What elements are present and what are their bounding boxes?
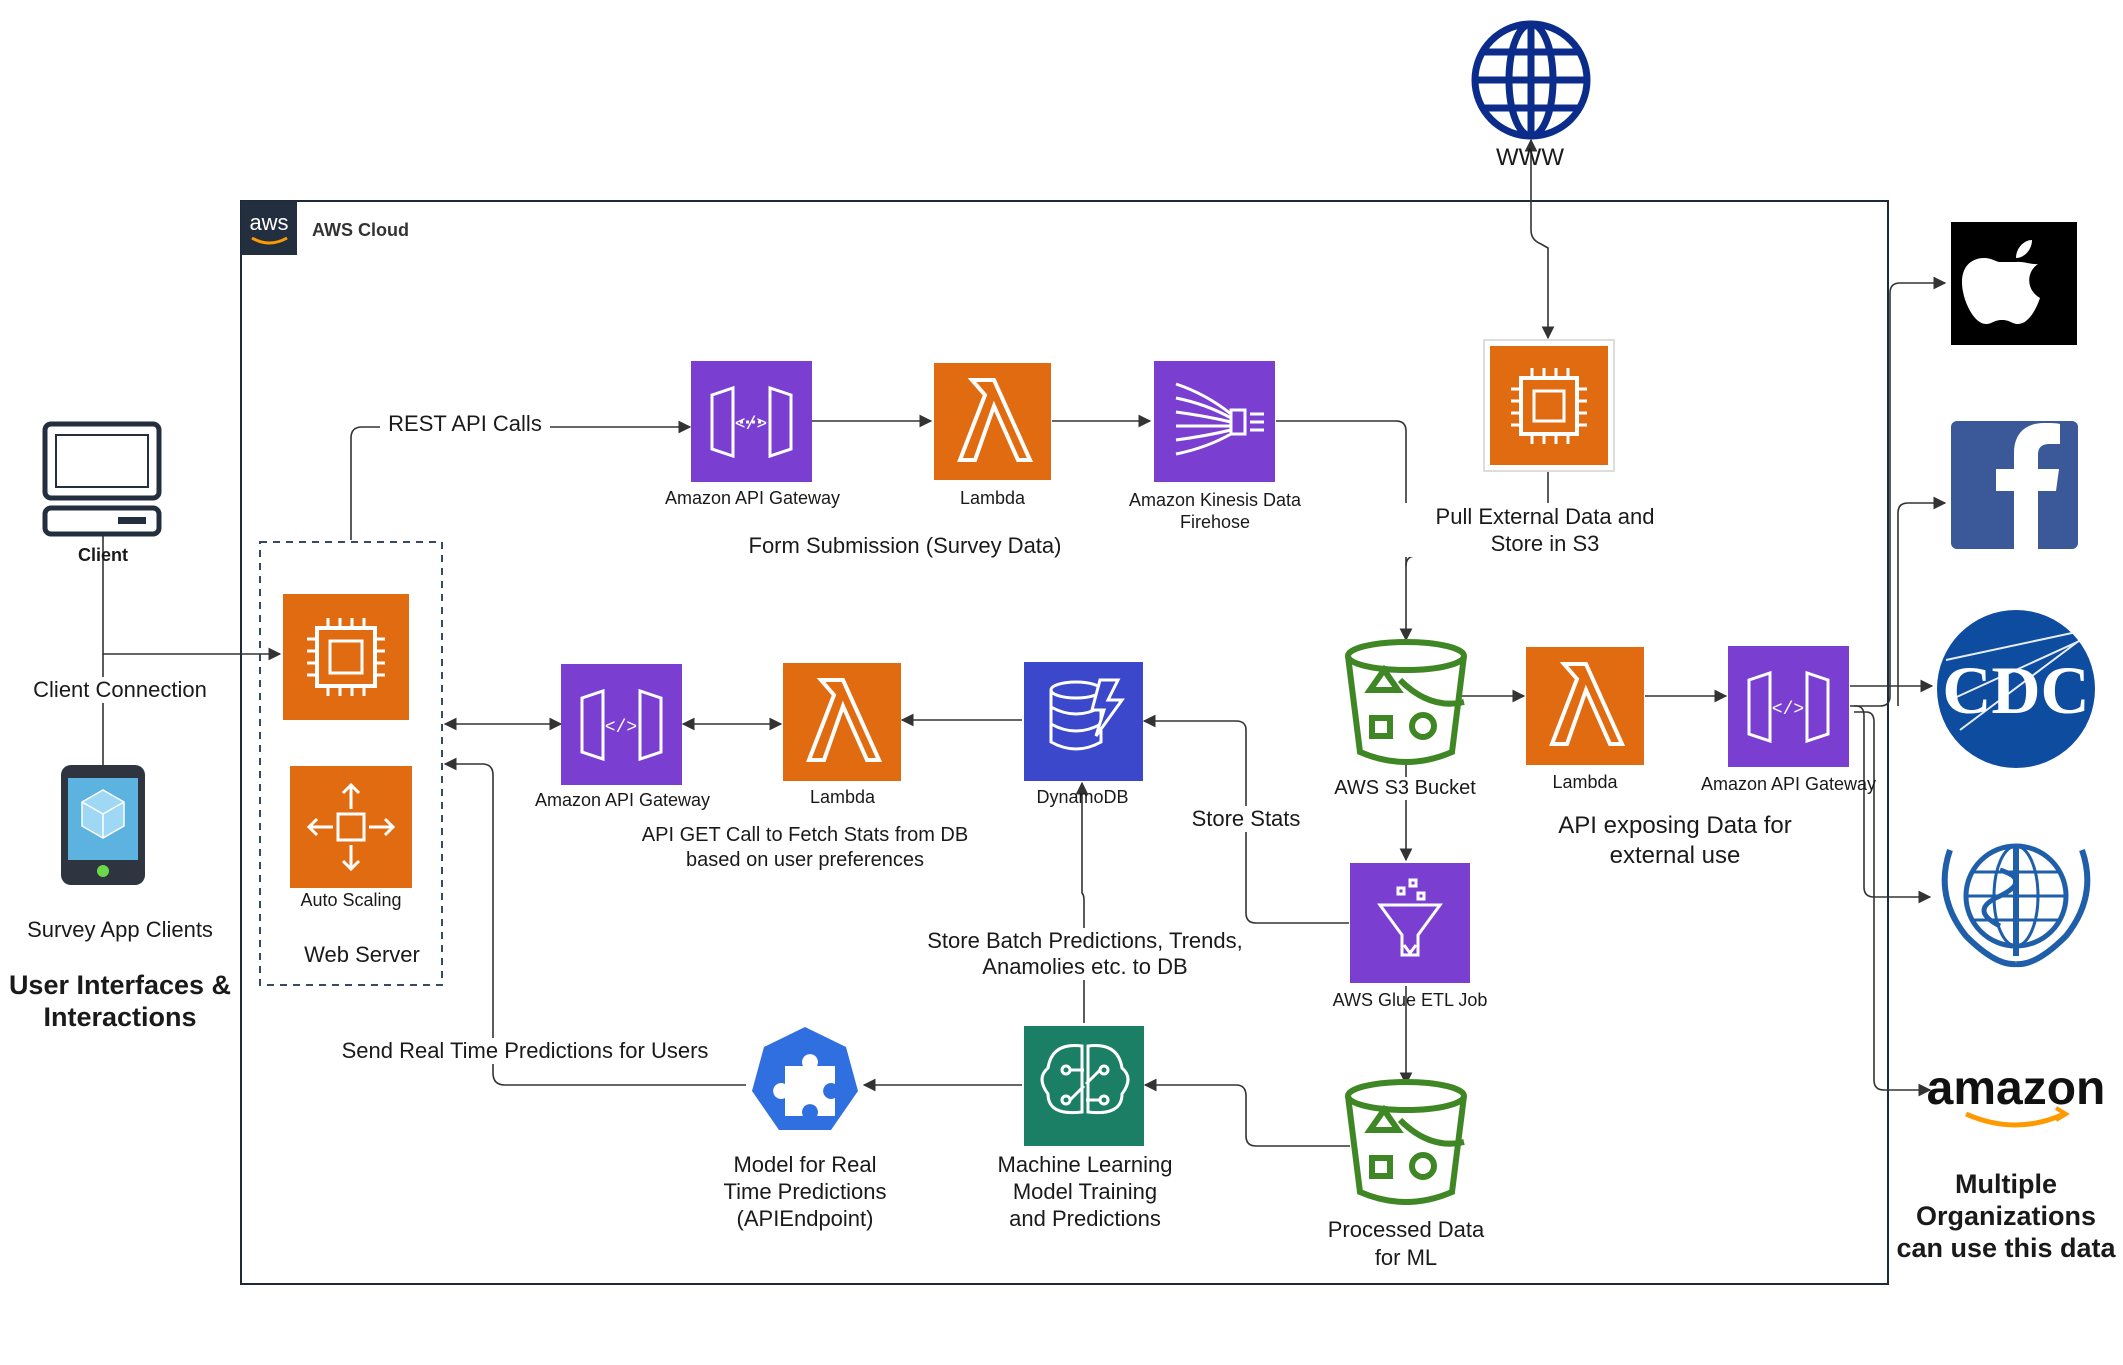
aws-cloud-boundary	[240, 200, 1889, 1285]
right-api-gateway-label: Amazon API Gateway	[1700, 774, 1877, 794]
user-interfaces-label: User Interfaces & Interactions	[8, 970, 232, 1032]
top-lambda-label: Lambda	[959, 488, 1026, 508]
lambda-icon	[934, 363, 1051, 480]
dynamodb-label: DynamoDB	[1036, 787, 1129, 807]
pull-external-label: Pull External Data and Store in S3	[1400, 503, 1690, 557]
kinesis-firehose-icon	[1154, 361, 1275, 482]
top-api-gateway-label: Amazon API Gateway	[664, 488, 841, 508]
processed-data-label: Processed Data for ML	[1327, 1217, 1485, 1270]
client-connection-label: Client Connection	[20, 677, 220, 703]
lambda-icon	[1526, 647, 1644, 765]
dynamodb-icon	[1024, 662, 1143, 781]
store-stats-label: Store Stats	[1178, 806, 1314, 832]
model-endpoint-icon	[752, 1027, 858, 1130]
ec2-instance-icon	[283, 594, 409, 720]
www-label: WWW	[1496, 144, 1564, 171]
right-lambda-label: Lambda	[1552, 772, 1618, 792]
model-endpoint-label: Model for Real Time Predictions (APIEndp…	[723, 1152, 887, 1231]
organizations-caption: Multiple Organizations can use this data	[1896, 1169, 2116, 1263]
s3-bucket-icon	[1345, 1079, 1467, 1205]
mobile-app-icon	[61, 765, 145, 885]
facebook-logo-icon	[1951, 421, 2078, 549]
api-get-call-label: API GET Call to Fetch Stats from DB base…	[641, 824, 969, 871]
ec2-instance-icon	[1483, 339, 1615, 472]
mid-lambda-label: Lambda	[809, 787, 876, 807]
amazon-logo-text: amazon	[1927, 1062, 2106, 1115]
svg-text:</>: </>	[735, 415, 767, 435]
api-gateway-icon: </>	[561, 664, 682, 785]
glue-etl-icon	[1350, 863, 1470, 983]
desktop-icon	[42, 421, 162, 537]
aws-cloud-label: AWS Cloud	[312, 220, 409, 240]
auto-scaling-label: Auto Scaling	[300, 890, 402, 910]
rest-api-calls-label: REST API Calls	[380, 411, 550, 437]
api-gateway-icon: </>	[1728, 646, 1849, 767]
cdc-logo-text: CDC	[1942, 652, 2089, 728]
svg-text:</>: </>	[1772, 700, 1804, 720]
amazon-logo-icon: amazon	[1927, 1062, 2106, 1128]
form-submission-label: Form Submission (Survey Data)	[748, 533, 1062, 558]
aws-logo	[241, 201, 297, 255]
apple-logo-icon	[1951, 222, 2077, 345]
mid-api-gateway-label: Amazon API Gateway	[534, 790, 711, 810]
send-realtime-label: Send Real Time Predictions for Users	[330, 1038, 720, 1064]
web-server-label: Web Server	[304, 942, 420, 967]
lambda-icon	[783, 663, 901, 781]
cdc-logo-icon: CDC	[1937, 610, 2095, 768]
s3-bucket-label: AWS S3 Bucket	[1310, 777, 1500, 800]
kinesis-label: Amazon Kinesis Data Firehose	[1128, 490, 1302, 532]
svg-text:</>: </>	[605, 718, 637, 738]
glue-etl-label: AWS Glue ETL Job	[1332, 990, 1488, 1010]
ml-training-label: Machine Learning Model Training and Pred…	[997, 1152, 1173, 1231]
api-exposing-label: API exposing Data for external use	[1558, 812, 1792, 869]
client-label: Client	[77, 545, 128, 565]
api-gateway-icon: </>	[691, 361, 812, 482]
who-logo-icon	[1941, 843, 2091, 968]
sagemaker-icon	[1024, 1026, 1144, 1146]
web-server-group	[259, 541, 443, 986]
store-batch-label: Store Batch Predictions, Trends, Anamoli…	[895, 928, 1275, 980]
s3-bucket-icon	[1345, 639, 1467, 765]
auto-scaling-icon	[290, 766, 412, 888]
globe-icon	[1471, 20, 1591, 140]
survey-app-clients-label: Survey App Clients	[27, 917, 213, 942]
aws-logo-text: aws	[249, 210, 288, 235]
